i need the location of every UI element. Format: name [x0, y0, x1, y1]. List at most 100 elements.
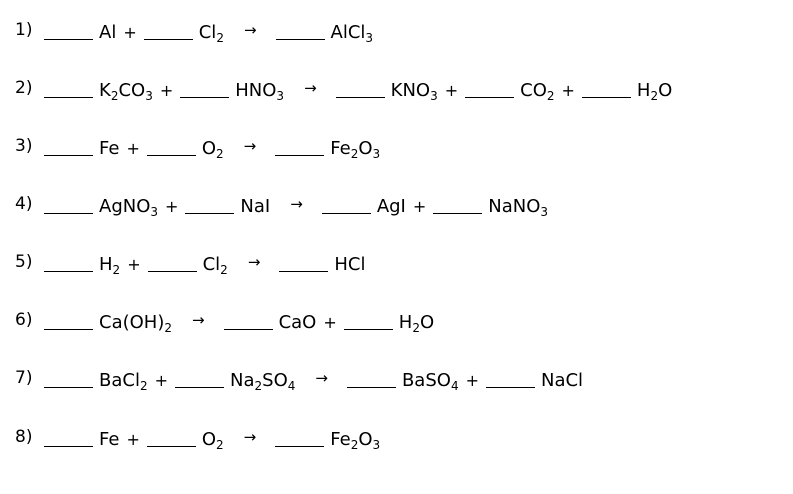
equation-body: BaCl2+Na2SO4→BaSO4+NaCl [44, 366, 583, 396]
formula-text: CaO [278, 312, 317, 333]
formula-text: O [358, 138, 373, 159]
plus-sign: + [127, 255, 141, 274]
coefficient-blank[interactable] [185, 194, 235, 214]
chemical-formula: H2O [637, 76, 672, 106]
coefficient-blank[interactable] [275, 136, 325, 156]
chemical-formula: HCl [334, 250, 365, 280]
coefficient-blank[interactable] [346, 368, 396, 388]
formula-subscript: 4 [287, 379, 296, 393]
formula-subscript: 2 [216, 438, 224, 452]
reaction-arrow: → [247, 253, 261, 271]
formula-text: NaCl [540, 370, 584, 391]
formula-text: SO [262, 370, 288, 391]
coefficient-blank[interactable] [275, 427, 325, 447]
equation-number: 2) [15, 78, 33, 98]
coefficient-blank[interactable] [147, 252, 197, 272]
coefficient-blank[interactable] [143, 20, 193, 40]
formula-text: O [419, 312, 435, 333]
coefficient-blank[interactable] [44, 427, 93, 447]
formula-subscript: 2 [139, 379, 148, 393]
chemical-formula: KNO3 [391, 76, 438, 106]
formula-subscript: 2 [412, 321, 420, 335]
formula-text: NaI [240, 196, 271, 217]
plus-sign: + [465, 371, 479, 390]
formula-text: BaCl [99, 370, 140, 391]
formula-text: AgI [376, 196, 406, 217]
coefficient-blank[interactable] [485, 368, 535, 388]
coefficient-blank[interactable] [44, 368, 93, 388]
coefficient-blank[interactable] [275, 20, 325, 40]
equation-number: 1) [15, 20, 33, 40]
equation-row: 4)AgNO3+NaI→AgI+NaNO3 [0, 192, 793, 222]
reaction-arrow: → [243, 137, 257, 155]
coefficient-blank[interactable] [146, 136, 196, 156]
plus-sign: + [154, 371, 168, 390]
formula-subscript: 3 [145, 89, 153, 103]
equation-row: 2)K2CO3+HNO3→KNO3+CO2+H2O [0, 76, 793, 106]
chemical-formula: AgI [377, 192, 406, 222]
equation-row: 8)Fe+O2→Fe2O3 [0, 425, 793, 455]
coefficient-blank[interactable] [343, 310, 393, 330]
chemical-formula: H2O [399, 308, 434, 338]
formula-text: HCl [334, 254, 366, 275]
chemical-formula: BaCl2 [99, 366, 148, 396]
equation-number: 4) [15, 194, 33, 214]
coefficient-blank[interactable] [581, 78, 631, 98]
formula-subscript: 2 [216, 147, 224, 161]
formula-text: Cl [198, 22, 217, 43]
coefficient-blank[interactable] [433, 194, 483, 214]
plus-sign: + [126, 430, 140, 449]
equation-number: 5) [15, 252, 33, 272]
chemical-formula: BaSO4 [402, 366, 459, 396]
chemical-formula: Cl2 [199, 18, 224, 48]
coefficient-blank[interactable] [44, 310, 93, 330]
chemical-formula: Cl2 [203, 250, 228, 280]
formula-text: NaNO [488, 196, 541, 217]
coefficient-blank[interactable] [223, 310, 273, 330]
formula-text: Na [230, 370, 255, 391]
equation-number: 6) [15, 310, 33, 330]
coefficient-blank[interactable] [465, 78, 515, 98]
chemical-formula: Na2SO4 [230, 366, 295, 396]
chemical-formula: CO2 [520, 76, 554, 106]
chemical-formula: Al [99, 18, 116, 48]
chemical-formula: HNO3 [235, 76, 284, 106]
coefficient-blank[interactable] [44, 252, 93, 272]
coefficient-blank[interactable] [146, 427, 196, 447]
chemical-formula: O2 [202, 134, 224, 164]
formula-text: Fe [99, 138, 120, 159]
chemical-formula: H2 [99, 250, 120, 280]
chemical-formula: AgNO3 [99, 192, 158, 222]
equation-body: Al+Cl2→AlCl3 [44, 18, 373, 48]
coefficient-blank[interactable] [44, 20, 93, 40]
plus-sign: + [561, 81, 575, 100]
formula-subscript: 3 [150, 205, 159, 219]
equation-row: 7)BaCl2+Na2SO4→BaSO4+NaCl [0, 366, 793, 396]
coefficient-blank[interactable] [175, 368, 224, 388]
equation-number: 8) [15, 427, 33, 447]
coefficient-blank[interactable] [44, 194, 93, 214]
formula-subscript: 2 [546, 89, 555, 103]
coefficient-blank[interactable] [44, 78, 93, 98]
coefficient-blank[interactable] [279, 252, 329, 272]
chemical-formula: O2 [202, 425, 224, 455]
coefficient-blank[interactable] [335, 78, 385, 98]
formula-text: Al [99, 22, 117, 43]
formula-text: O [201, 138, 217, 159]
equation-body: H2 + Cl2 → HCl [44, 250, 366, 280]
coefficient-blank[interactable] [44, 136, 93, 156]
equation-number: 7) [15, 368, 33, 388]
formula-text: O [358, 429, 373, 450]
coefficient-blank[interactable] [321, 194, 371, 214]
formula-subscript: 3 [372, 438, 381, 452]
formula-text: Fe [99, 429, 120, 450]
formula-text: Fe [330, 429, 351, 450]
formula-subscript: 2 [216, 31, 224, 45]
chemical-formula: NaI [240, 192, 270, 222]
formula-text: CO [520, 80, 547, 101]
coefficient-blank[interactable] [180, 78, 230, 98]
chemical-formula: CaO [279, 308, 317, 338]
equation-body: Ca(OH)2→CaO+H2O [44, 308, 434, 338]
formula-text: CO [118, 80, 146, 101]
